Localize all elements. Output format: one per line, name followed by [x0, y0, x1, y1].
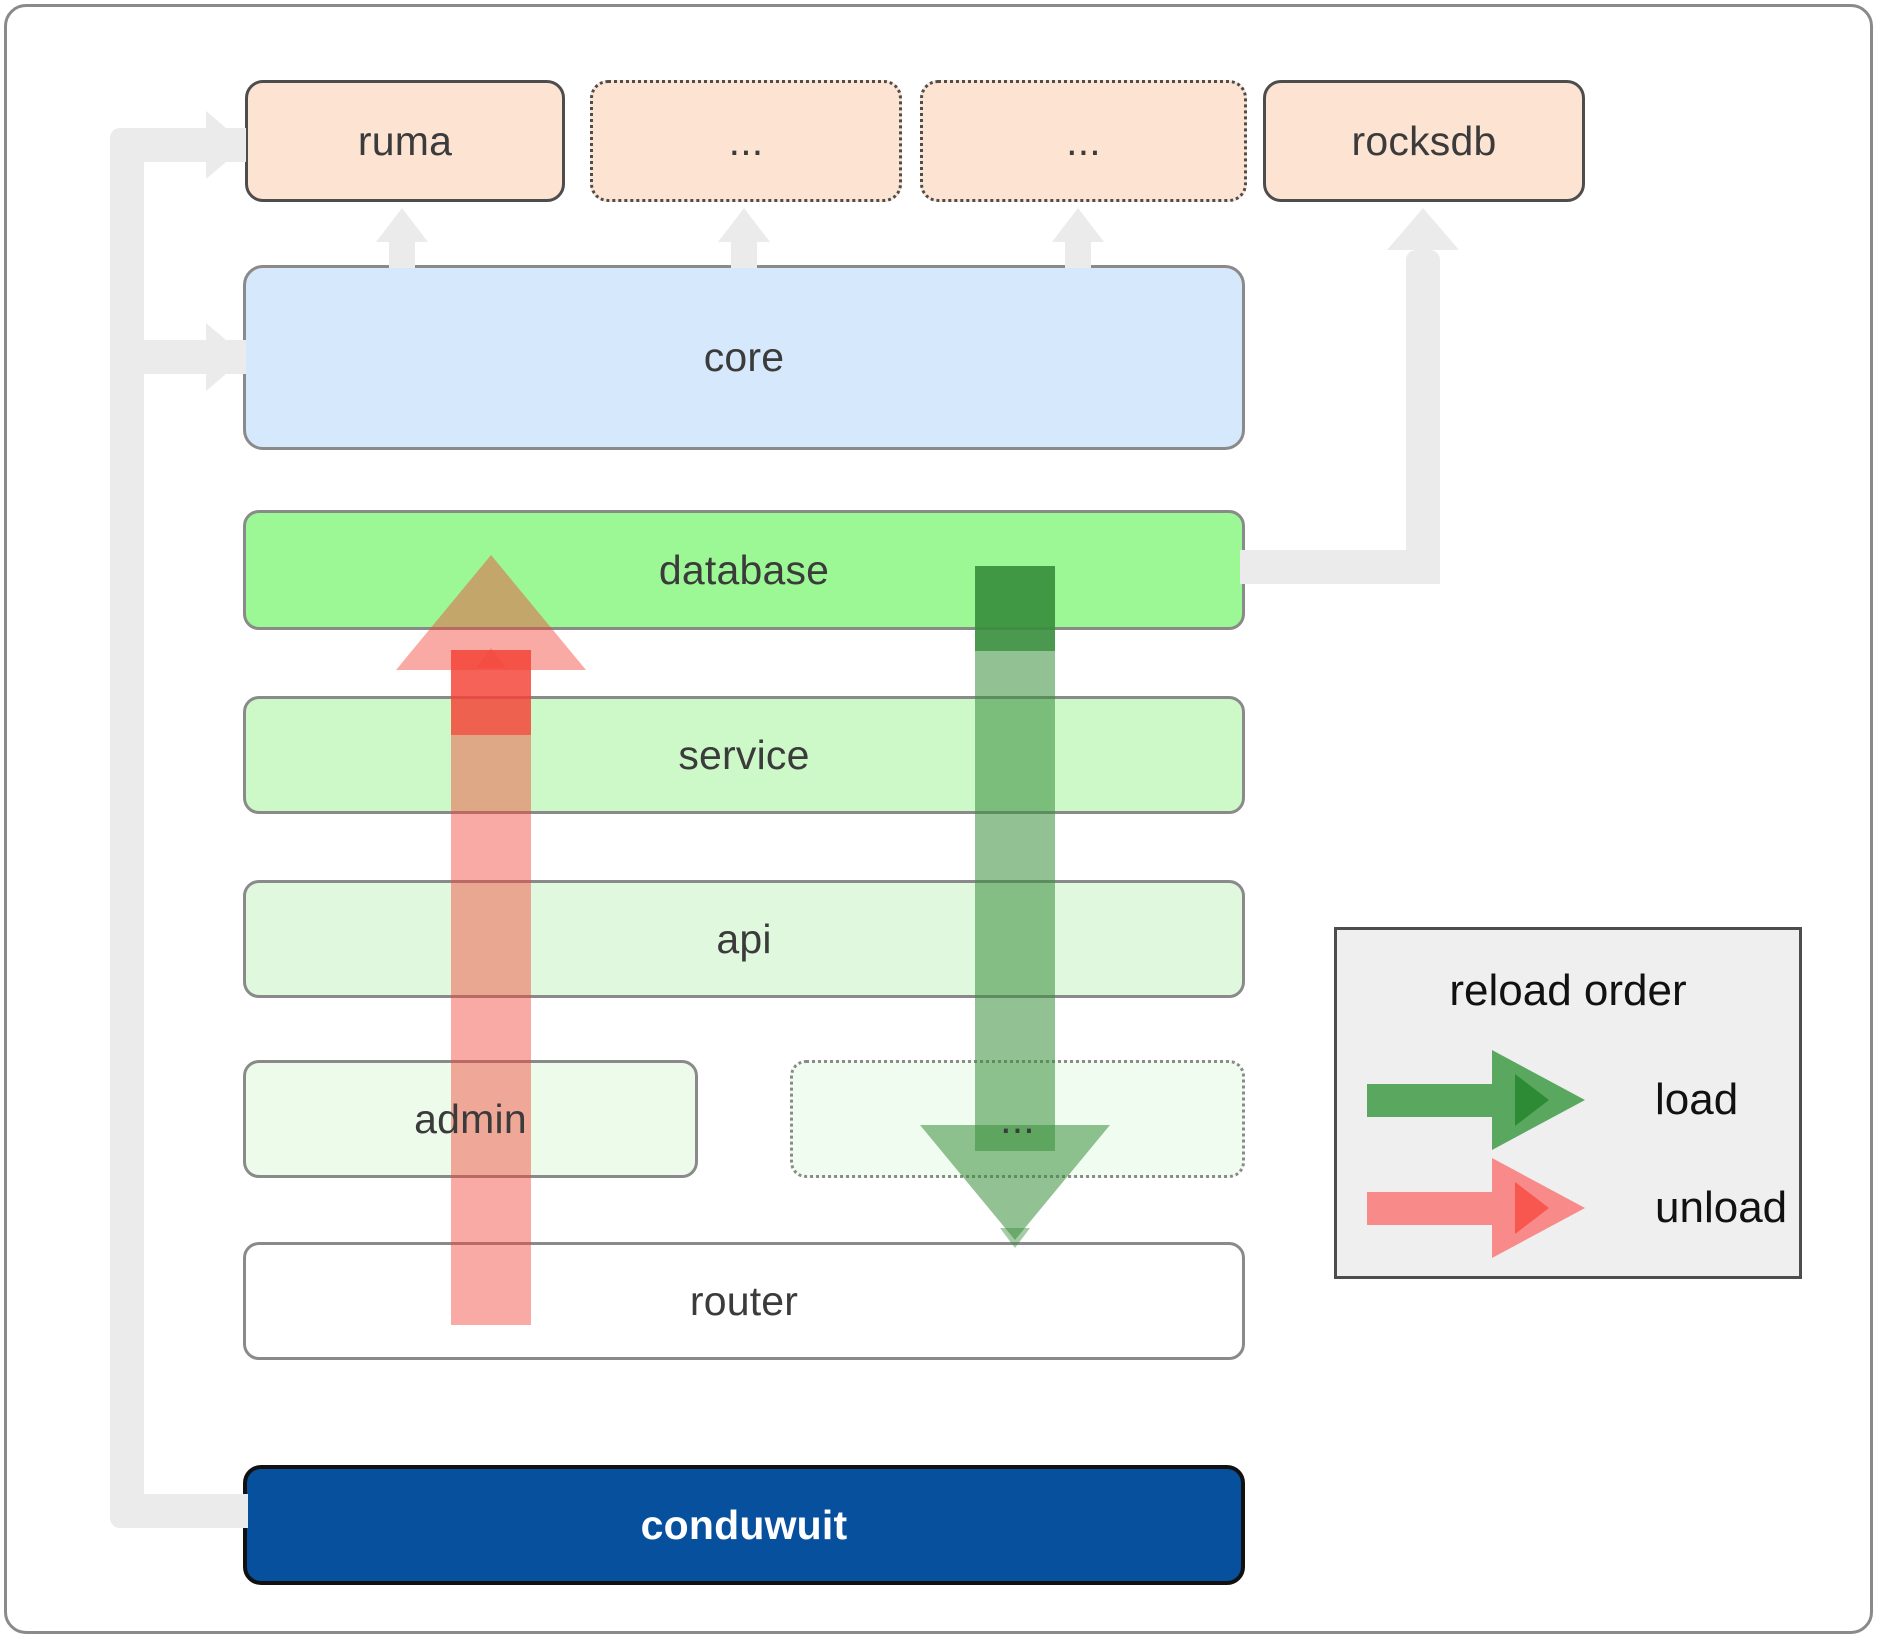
- node-label: ...: [728, 117, 764, 164]
- connector-arrow-core-to-pkg3: [1052, 208, 1104, 242]
- node-service[interactable]: service: [243, 696, 1245, 814]
- connector-core-to-pkg3-stem: [1065, 238, 1091, 268]
- node-label: rocksdb: [1351, 117, 1497, 164]
- node-label: ruma: [357, 117, 453, 164]
- load-arrow-head: [920, 1125, 1110, 1240]
- node-label: service: [678, 731, 810, 778]
- legend-unload-label: unload: [1655, 1183, 1788, 1232]
- node-database[interactable]: database: [243, 510, 1245, 630]
- legend-panel: reload order load unload: [1334, 927, 1802, 1279]
- load-arrow-notch: [1000, 1228, 1030, 1248]
- connector-arrow-rocksdb: [1387, 208, 1459, 250]
- node-label: ...: [1066, 117, 1101, 164]
- legend-load-arrow-icon: [1367, 1050, 1585, 1150]
- node-label: core: [703, 334, 785, 380]
- connector-arrow-core-to-ruma: [376, 208, 428, 242]
- node-ruma[interactable]: ruma: [245, 80, 565, 202]
- node-admin[interactable]: admin: [243, 1060, 698, 1178]
- legend-unload-arrow-icon: [1367, 1158, 1585, 1258]
- load-arrow-highlight: [975, 566, 1055, 651]
- connector-database-to-rocksdb-vertical: [1406, 250, 1440, 584]
- node-label: router: [689, 1277, 799, 1324]
- connector-arrow-core-to-pkg2: [718, 208, 770, 242]
- node-label: admin: [414, 1095, 527, 1142]
- node-router[interactable]: router: [243, 1242, 1245, 1360]
- node-rocksdb[interactable]: rocksdb: [1263, 80, 1585, 202]
- connector-core-to-ruma-stem: [389, 238, 415, 268]
- node-conduwuit[interactable]: conduwuit: [243, 1465, 1245, 1585]
- load-arrow-shaft: [975, 566, 1055, 1151]
- legend-row-unload: unload: [1367, 1158, 1787, 1258]
- node-package-placeholder-2[interactable]: ...: [920, 80, 1247, 202]
- node-label: database: [658, 546, 830, 593]
- diagram-frame: [4, 4, 1873, 1634]
- unload-arrow-highlight: [451, 650, 531, 735]
- node-label: conduwuit: [640, 1501, 848, 1548]
- node-package-placeholder-1[interactable]: ...: [590, 80, 902, 202]
- unload-arrow-notch: [476, 648, 506, 668]
- node-core[interactable]: core: [243, 265, 1245, 450]
- connector-root-to-spine: [128, 1494, 248, 1528]
- legend-load-label: load: [1655, 1075, 1739, 1124]
- legend-title: reload order: [1449, 966, 1687, 1015]
- connector-core-to-pkg2-stem: [731, 238, 757, 268]
- connector-arrow-ruma: [206, 111, 246, 179]
- node-api[interactable]: api: [243, 880, 1245, 998]
- legend-row-load: load: [1367, 1050, 1738, 1150]
- node-label: api: [716, 915, 772, 962]
- node-label: ...: [1000, 1095, 1035, 1142]
- unload-arrow-shaft: [451, 650, 531, 1325]
- connector-arrow-core: [206, 323, 246, 391]
- connector-left-spine: [110, 128, 144, 1528]
